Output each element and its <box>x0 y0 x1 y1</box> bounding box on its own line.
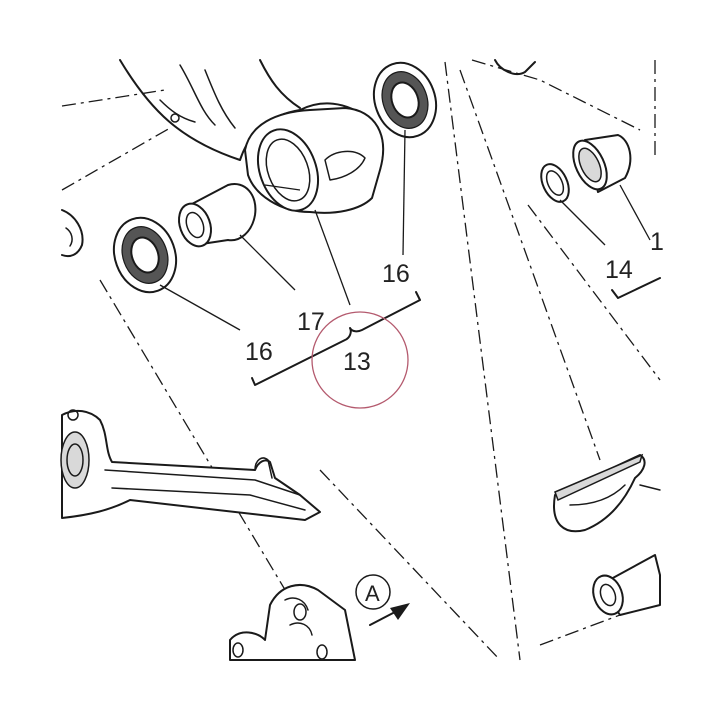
needle-bearing <box>572 134 651 241</box>
assembly-axis-lines <box>61 59 661 661</box>
top-right-fragment <box>494 59 536 76</box>
bearing-16-left <box>112 216 241 331</box>
right-bracket <box>611 277 661 299</box>
spacer-17 <box>178 183 296 291</box>
chain-slider <box>553 453 661 533</box>
bushing <box>592 554 661 616</box>
callout-13: 13 <box>343 348 371 376</box>
leader-lines-13 <box>264 184 351 306</box>
bearing-16-top <box>372 61 438 256</box>
callout-1-partial: 1 <box>650 228 664 256</box>
mounting-bracket <box>229 584 356 661</box>
view-marker-a <box>355 574 410 626</box>
callout-16-top: 16 <box>382 260 410 288</box>
chain-guide-arm <box>60 409 321 521</box>
highlight-circle <box>311 311 409 409</box>
callout-14: 14 <box>605 256 633 284</box>
callout-16-left: 16 <box>245 338 273 366</box>
callout-17: 17 <box>297 308 325 336</box>
left-edge-fragment <box>61 209 84 258</box>
seal-ring-14 <box>540 163 606 246</box>
view-marker-letter: A <box>365 581 380 606</box>
bracket-13 <box>251 291 421 386</box>
